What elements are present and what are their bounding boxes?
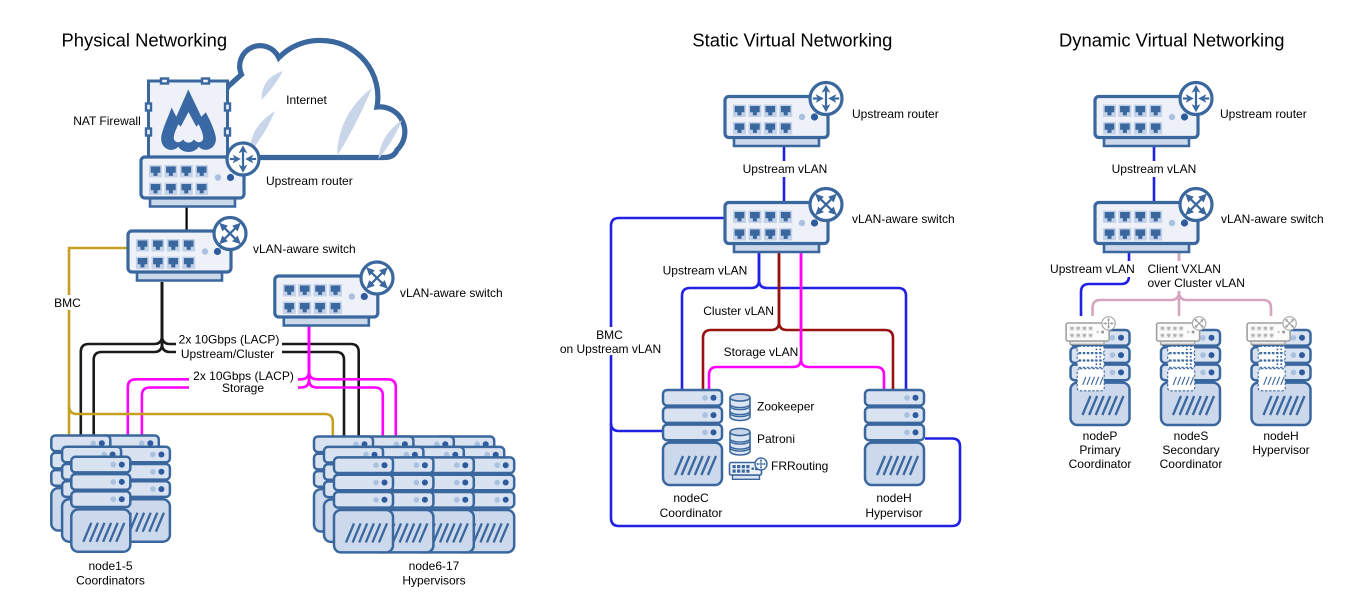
svg-text:over Cluster vLAN: over Cluster vLAN (1148, 276, 1245, 290)
svg-text:node1-5: node1-5 (88, 559, 132, 573)
svg-text:vLAN-aware switch: vLAN-aware switch (852, 212, 955, 226)
svg-text:Upstream router: Upstream router (852, 107, 939, 121)
svg-text:2x 10Gbps (LACP): 2x 10Gbps (LACP) (193, 369, 294, 383)
svg-text:Coordinator: Coordinator (1160, 457, 1223, 471)
svg-text:nodeH: nodeH (1263, 429, 1298, 443)
svg-text:Static Virtual Networking: Static Virtual Networking (692, 30, 892, 51)
svg-text:vLAN-aware switch: vLAN-aware switch (400, 286, 503, 300)
svg-text:Hypervisor: Hypervisor (1252, 443, 1309, 457)
svg-text:Upstream vLAN: Upstream vLAN (743, 162, 828, 176)
svg-text:Upstream vLAN: Upstream vLAN (1050, 262, 1135, 276)
svg-text:Primary: Primary (1079, 443, 1120, 457)
svg-text:Upstream/Cluster: Upstream/Cluster (181, 347, 274, 361)
svg-text:Storage vLAN: Storage vLAN (724, 345, 799, 359)
svg-text:BMC: BMC (54, 296, 81, 310)
svg-text:nodeH: nodeH (876, 491, 911, 505)
svg-text:Dynamic Virtual Networking: Dynamic Virtual Networking (1059, 30, 1285, 51)
svg-text:node6-17: node6-17 (409, 559, 460, 573)
svg-text:Coordinators: Coordinators (76, 574, 145, 588)
svg-text:on Upstream vLAN: on Upstream vLAN (560, 342, 661, 356)
svg-text:Coordinator: Coordinator (1069, 457, 1132, 471)
svg-text:Internet: Internet (286, 93, 327, 107)
svg-text:Hypervisor: Hypervisor (865, 506, 922, 520)
svg-text:Cluster vLAN: Cluster vLAN (703, 304, 774, 318)
svg-text:vLAN-aware switch: vLAN-aware switch (253, 242, 356, 256)
svg-text:BMC: BMC (596, 328, 623, 342)
svg-text:Zookeeper: Zookeeper (757, 400, 814, 414)
svg-text:NAT Firewall: NAT Firewall (73, 114, 141, 128)
svg-text:Physical Networking: Physical Networking (62, 30, 228, 51)
svg-text:nodeC: nodeC (673, 491, 709, 505)
svg-text:nodeP: nodeP (1083, 429, 1118, 443)
svg-text:2x 10Gbps (LACP): 2x 10Gbps (LACP) (179, 333, 280, 347)
svg-text:Storage: Storage (222, 381, 264, 395)
svg-text:Patroni: Patroni (757, 432, 795, 446)
svg-text:nodeS: nodeS (1174, 429, 1209, 443)
svg-text:Hypervisors: Hypervisors (402, 574, 465, 588)
svg-text:FRRouting: FRRouting (771, 459, 828, 473)
svg-text:vLAN-aware switch: vLAN-aware switch (1221, 212, 1324, 226)
svg-text:Upstream router: Upstream router (1220, 107, 1307, 121)
svg-text:Coordinator: Coordinator (660, 506, 723, 520)
svg-text:Upstream router: Upstream router (266, 174, 353, 188)
svg-text:Upstream vLAN: Upstream vLAN (1112, 162, 1197, 176)
svg-text:Upstream vLAN: Upstream vLAN (663, 263, 748, 277)
svg-text:Client VXLAN: Client VXLAN (1148, 262, 1221, 276)
svg-text:Secondary: Secondary (1162, 443, 1219, 457)
